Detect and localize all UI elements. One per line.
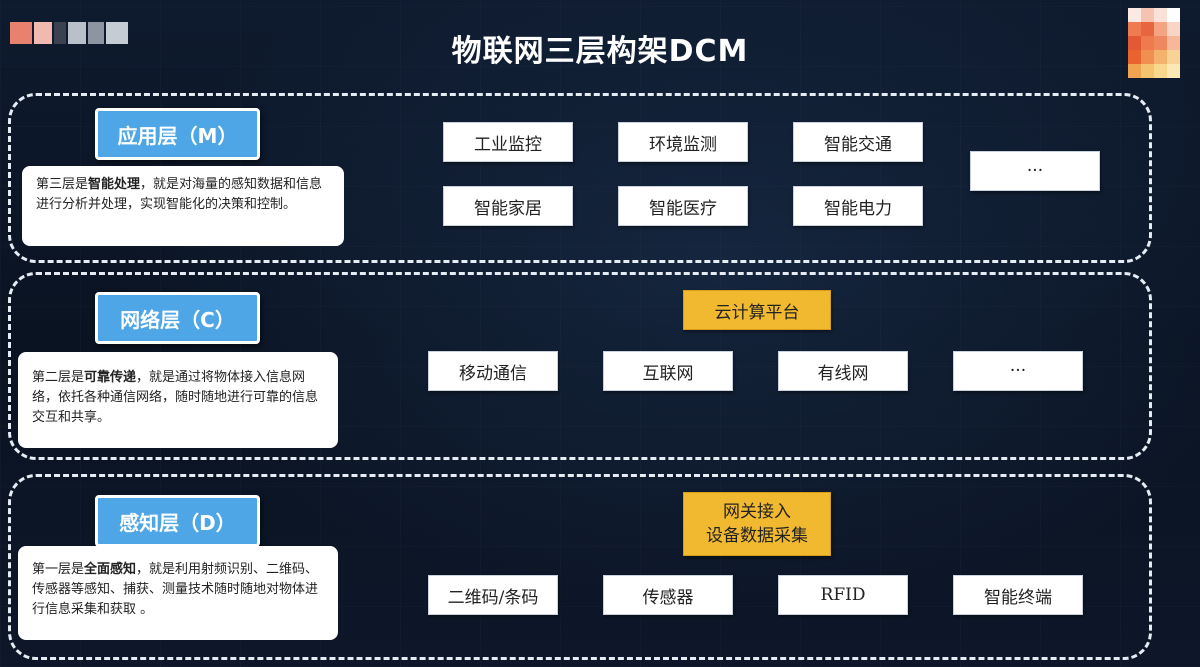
item-smart-home: 智能家居: [443, 186, 573, 226]
item-smart-medical: 智能医疗: [618, 186, 748, 226]
item-environment-monitoring: 环境监测: [618, 122, 748, 162]
network-layer-description: 第二层是可靠传递，就是通过将物体接入信息网络，依托各种通信网络，随时随地进行可靠…: [18, 352, 338, 448]
item-smart-power: 智能电力: [793, 186, 923, 226]
desc-prefix: 第二层是: [32, 370, 85, 385]
item-smart-terminal: 智能终端: [953, 575, 1083, 615]
desc-prefix: 第三层是: [36, 177, 89, 192]
item-internet: 互联网: [603, 351, 733, 391]
perception-layer-description: 第一层是全面感知，就是利用射频识别、二维码、传感器等感知、捕获、测量技术随时随地…: [18, 546, 338, 640]
item-industrial-monitoring: 工业监控: [443, 122, 573, 162]
application-layer-title: 应用层（M）: [95, 108, 260, 160]
desc-keyword: 全面感知: [84, 562, 137, 577]
application-layer-frame: [8, 93, 1152, 263]
item-smart-transport: 智能交通: [793, 122, 923, 162]
blurred-logo-right: [1128, 8, 1180, 78]
desc-keyword: 智能处理: [88, 177, 141, 192]
item-sensor: 传感器: [603, 575, 733, 615]
desc-keyword: 可靠传递: [84, 370, 137, 385]
item-wired-network: 有线网: [778, 351, 908, 391]
gateway-line-2: 设备数据采集: [706, 526, 808, 546]
gateway-line-1: 网关接入: [723, 502, 791, 522]
item-mobile-communication: 移动通信: [428, 351, 558, 391]
desc-body: ，就是对海量的感知数据和信息进行分析并处理，实现智能化的决策和控制。: [36, 177, 323, 212]
application-layer-description: 第三层是智能处理，就是对海量的感知数据和信息进行分析并处理，实现智能化的决策和控…: [22, 166, 344, 246]
desc-body: ，就是利用射频识别、二维码、传感器等感知、捕获、测量技术随时随地对物体进行信息采…: [32, 562, 319, 617]
network-layer-title: 网络层（C）: [95, 292, 260, 344]
page-title: 物联网三层构架DCM: [451, 34, 749, 69]
desc-body: ，就是通过将物体接入信息网络，依托各种通信网络，随时随地进行可靠的信息交互和共享…: [32, 370, 319, 425]
perception-layer-frame: [8, 474, 1152, 660]
blurred-logo-left: [10, 22, 130, 44]
network-layer-frame: [8, 272, 1152, 460]
item-rfid: RFID: [778, 575, 908, 615]
perception-layer-title: 感知层（D）: [95, 495, 260, 547]
gateway-box: 网关接入 设备数据采集: [683, 492, 831, 556]
desc-prefix: 第一层是: [32, 562, 85, 577]
cloud-platform-box: 云计算平台: [683, 290, 831, 330]
item-more-networks: ···: [953, 351, 1083, 391]
item-qr-barcode: 二维码/条码: [428, 575, 558, 615]
item-more-applications: ···: [970, 151, 1100, 191]
